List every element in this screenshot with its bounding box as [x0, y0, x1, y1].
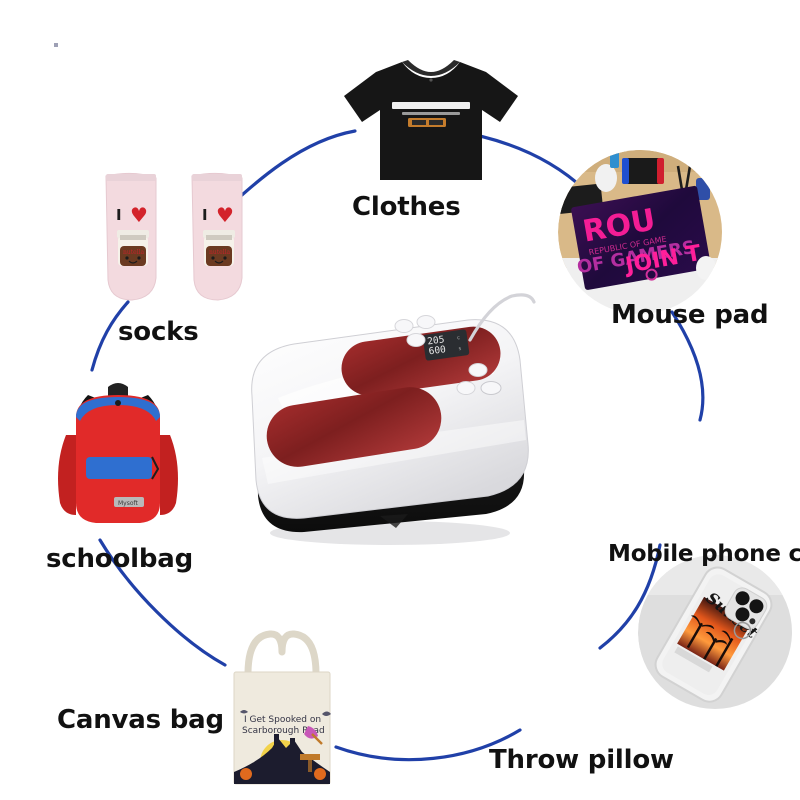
- press-power-cable: [468, 293, 536, 342]
- press-timer-button: [406, 333, 426, 347]
- tote-handles: [244, 630, 320, 678]
- backpack-top-zip: [76, 397, 160, 421]
- artifact-speck: [54, 43, 58, 47]
- press-display-unit-s: S: [458, 346, 462, 351]
- sock-right: I ♥ nutella: [191, 172, 243, 301]
- label-mouse-pad: Mouse pad: [611, 300, 769, 330]
- svg-text:nutella: nutella: [123, 249, 145, 256]
- sock-left: I ♥ nutella: [105, 172, 157, 301]
- press-display-temp: 205: [427, 334, 446, 347]
- label-socks: socks: [118, 317, 199, 347]
- tshirt-print-line1: [392, 102, 470, 109]
- press-power-button: [394, 319, 414, 333]
- svg-text:♥: ♥: [130, 203, 148, 227]
- tote-print-line1: I Get Spooked on: [244, 715, 321, 725]
- svg-text:I: I: [202, 206, 208, 224]
- item-phone-case-image: Sunset: [638, 555, 793, 710]
- label-throw-pillow: Throw pillow: [489, 745, 674, 775]
- press-minus-button: [456, 381, 476, 395]
- heat-press-machine[interactable]: 205 600 C S: [238, 248, 538, 548]
- press-control-buttons: [394, 315, 502, 395]
- press-display-unit-c: C: [457, 335, 461, 340]
- svg-text:I: I: [116, 206, 122, 224]
- tote-print-line2: Scarborough Road: [242, 726, 325, 736]
- svg-text:Mysoft: Mysoft: [118, 500, 139, 507]
- item-mouse-pad-image: ROU REPUBLIC OF GAME OF GAMERS JOIN T: [558, 150, 723, 315]
- item-schoolbag-image: Mysoft: [48, 373, 188, 533]
- press-plate-lower: [266, 387, 442, 467]
- backpack-side-left: [58, 435, 76, 515]
- label-canvas-bag: Canvas bag: [57, 705, 224, 735]
- label-mobile-phone-case: Mobile phone case: [608, 541, 800, 567]
- item-canvas-bag-image: I Get Spooked on Scarborough Road: [212, 622, 352, 797]
- press-display: [422, 329, 470, 361]
- press-unit-button: [416, 315, 436, 329]
- press-display-time: 600: [428, 344, 447, 357]
- press-plus-button: [468, 363, 488, 377]
- label-clothes: Clothes: [352, 192, 461, 222]
- item-clothes-image: [336, 52, 526, 187]
- backpack-brand-tag: [114, 497, 144, 507]
- svg-text:♥: ♥: [216, 203, 234, 227]
- item-socks-image: I ♥ nutella I ♥: [90, 168, 260, 308]
- tshirt-print-line2: [402, 112, 460, 115]
- label-schoolbag: schoolbag: [46, 544, 194, 574]
- backpack-side-right: [160, 435, 178, 515]
- press-start-button: [480, 381, 502, 395]
- backpack-front-pocket: [86, 457, 152, 479]
- svg-text:nutella: nutella: [209, 249, 231, 256]
